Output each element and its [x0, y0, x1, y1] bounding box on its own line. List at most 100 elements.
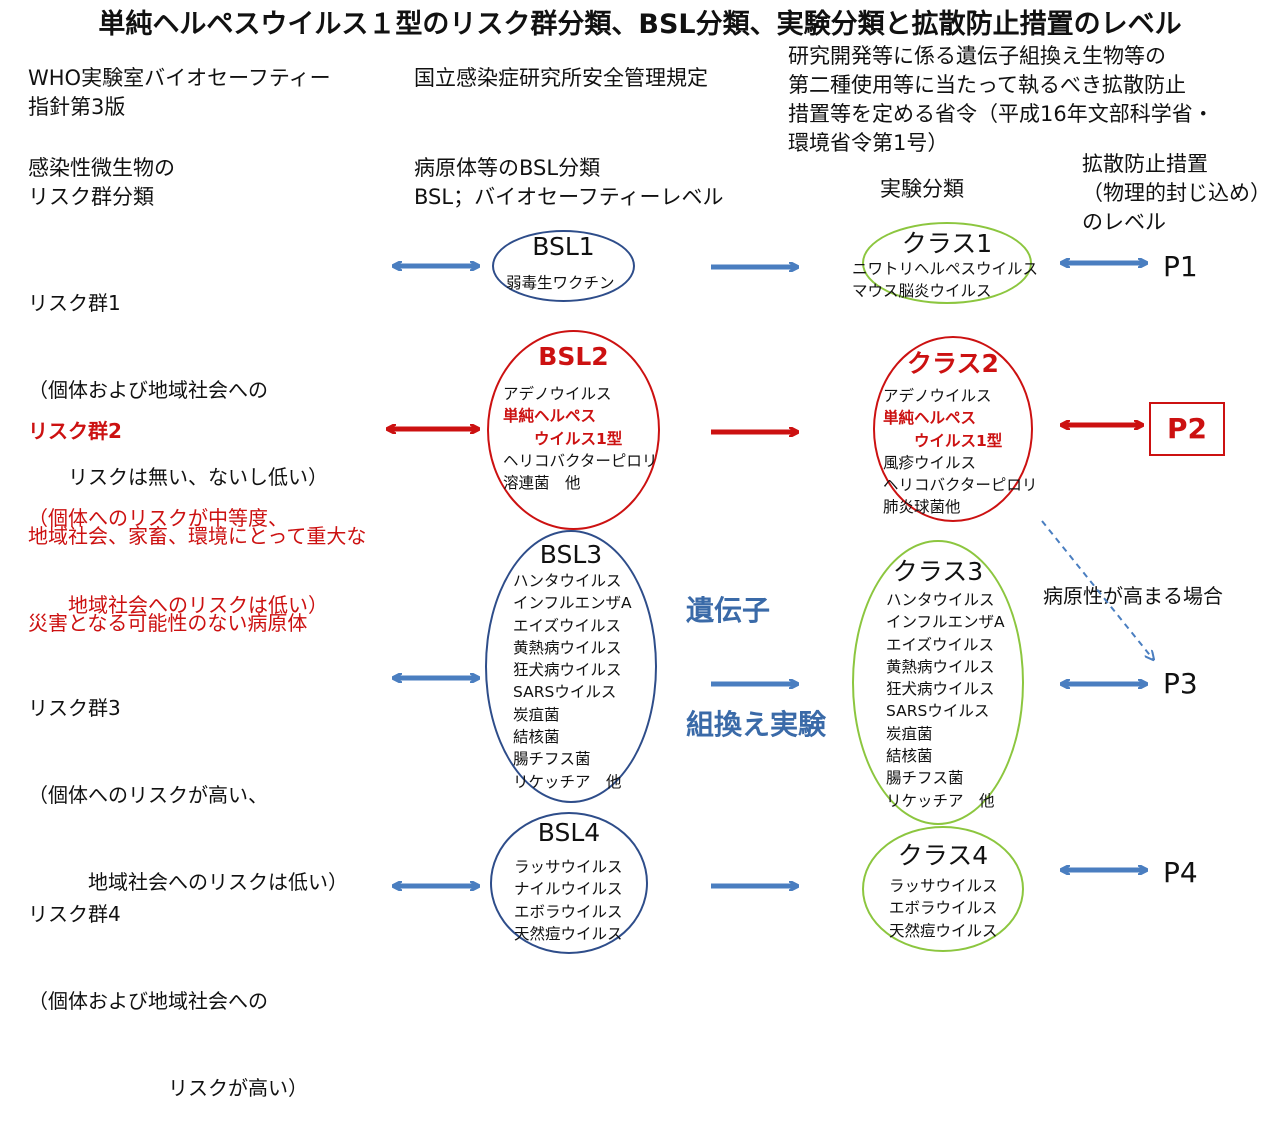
who-header: WHO実験室バイオセーフティー 指針第3版 [28, 64, 331, 122]
bsl-item: ハンタウイルス [513, 572, 622, 590]
bsl-item: ラッサウイルス [514, 858, 623, 876]
class-item: 結核菌 [886, 747, 933, 766]
ordinance-line: 措置等を定める省令（平成16年文部科学省・ [788, 102, 1214, 126]
class-column-header: 実験分類 [880, 177, 964, 201]
bsl-item: ナイルウイルス [514, 880, 623, 899]
p4-label: P4 [1163, 856, 1198, 889]
risk-group-line: リスクが高い） [28, 1076, 308, 1100]
bsl-item: SARSウイルス [513, 683, 617, 702]
niid-header: 国立感染症研究所安全管理規定 [414, 66, 708, 90]
bsl-item: 結核菌 [513, 728, 560, 747]
class2-oval [873, 336, 1033, 522]
ordinance-line: 環境省令第1号） [788, 131, 949, 155]
class-item: ウイルス1型 [883, 431, 1003, 450]
risk-group-line: （個体および地域社会への [28, 378, 268, 402]
risk-group-line: （個体へのリスクが高い、 [28, 783, 268, 807]
class-item: 肺炎球菌他 [883, 498, 961, 517]
risk-group-line: リスク群4 [28, 902, 121, 926]
class-item: リケッチア 他 [886, 791, 995, 810]
who-header-line: WHO実験室バイオセーフティー [28, 66, 331, 90]
risk-group-2-note: 地域社会、家畜、環境にとって重大な 災害となる可能性のない病原体 [28, 464, 366, 667]
bsl-item: 溶連菌 他 [503, 474, 581, 493]
risk-group-column-header: 感染性微生物の リスク群分類 [28, 154, 175, 212]
class3-oval [852, 540, 1024, 825]
bsl4-oval [490, 812, 648, 954]
class-item: エイズウイルス [886, 635, 995, 654]
pathogenicity-dashed-arrow [1041, 520, 1153, 659]
risk-group-note-line: 地域社会、家畜、環境にとって重大な [28, 524, 367, 548]
class-item: ラッサウイルス [889, 877, 998, 895]
risk-group-1: リスク群1 （個体および地域社会への リスクは無い、ないし低い） [28, 231, 328, 521]
ordinance-line: 研究開発等に係る遺伝子組換え生物等の [788, 44, 1166, 68]
header-line: 病原体等のBSL分類 [414, 156, 601, 180]
bsl-item: 弱毒生ワクチン [506, 274, 615, 292]
bsl-item: エボラウイルス [514, 902, 623, 921]
header-line: BSL；バイオセーフティーレベル [414, 185, 724, 209]
risk-group-2: リスク群2 （個体へのリスクが中等度、 地域社会へのリスクは低い） [28, 359, 328, 649]
risk-group-line: （個体および地域社会への [28, 989, 268, 1013]
bsl2-oval [487, 330, 660, 530]
risk-group-line: 地域社会へのリスクは低い） [28, 593, 328, 617]
bsl3-list: ハンタウイルス インフルエンザA エイズウイルス 黄熱病ウイルス 狂犬病ウイルス… [513, 570, 632, 793]
bsl1-title: BSL1 [532, 232, 595, 261]
class3-title: クラス3 [892, 557, 984, 586]
class-item: SARSウイルス [886, 702, 990, 721]
bsl-item: 黄熱病ウイルス [513, 638, 622, 657]
class-item: アデノウイルス [883, 387, 992, 405]
risk-group-line: リスクは無い、ないし低い） [28, 465, 328, 489]
class-item: 風疹ウイルス [883, 453, 977, 472]
bsl2-title: BSL2 [538, 342, 609, 371]
p2-label: P2 [1149, 402, 1225, 456]
ordinance-header: 研究開発等に係る遺伝子組換え生物等の 第二種使用等に当たって執るべき拡散防止 措… [788, 42, 1214, 158]
risk-group-line: リスク群2 [28, 419, 122, 443]
risk-group-3: リスク群3 （個体へのリスクが高い、 地域社会へのリスクは低い） [28, 636, 348, 926]
ordinance-line: 第二種使用等に当たって執るべき拡散防止 [788, 73, 1186, 97]
class2-title: クラス2 [907, 349, 999, 378]
bsl-item: 炭疽菌 [513, 705, 560, 724]
bsl2-list: アデノウイルス 単純ヘルペス ウイルス1型 ヘリコバクターピロリ 溶連菌 他 [503, 383, 657, 494]
header-line: （物理的封じ込め） [1082, 181, 1271, 205]
bsl1-oval [492, 230, 635, 302]
center-label-line: 遺伝子 [686, 594, 771, 627]
class1-oval [862, 222, 1032, 304]
class-item: ハンタウイルス [886, 591, 995, 609]
class2-list: アデノウイルス 単純ヘルペス ウイルス1型 風疹ウイルス ヘリコバクターピロリ … [883, 385, 1037, 519]
bsl-item: エイズウイルス [513, 616, 622, 635]
bsl1-list: 弱毒生ワクチン [506, 272, 615, 294]
bsl-item: ウイルス1型 [503, 429, 623, 448]
header-line: 拡散防止措置 [1082, 152, 1208, 176]
risk-group-line: 地域社会へのリスクは低い） [28, 870, 348, 894]
page-title: 単純ヘルペスウイルス１型のリスク群分類、BSL分類、実験分類と拡散防止措置のレベ… [98, 9, 1182, 40]
bsl-item: リケッチア 他 [513, 772, 622, 791]
risk-group-line: （個体へのリスクが中等度、 [28, 506, 288, 530]
p1-label: P1 [1163, 250, 1198, 283]
p-level-column-header: 拡散防止措置 （物理的封じ込め） のレベル [1082, 150, 1271, 237]
bsl-item: 天然痘ウイルス [514, 924, 623, 943]
bsl-item: インフルエンザA [513, 594, 632, 613]
class-item: 炭疽菌 [886, 724, 933, 743]
class1-list: ニワトリヘルペスウイルス マウス脳炎ウイルス [852, 258, 1038, 303]
center-label-line: 組換え実験 [686, 708, 827, 741]
class-item: 狂犬病ウイルス [886, 680, 995, 699]
class-item: マウス脳炎ウイルス [852, 282, 992, 301]
class1-title: クラス1 [901, 229, 993, 258]
bsl-item: アデノウイルス [503, 385, 612, 403]
class-item: 黄熱病ウイルス [886, 657, 995, 676]
arrows-layer [0, 0, 1280, 960]
recombinant-experiment-label: 遺伝子 組換え実験 [686, 516, 826, 782]
class-item: インフルエンザA [886, 613, 1005, 632]
bsl-item: 腸チフス菌 [513, 750, 591, 769]
class-item: エボラウイルス [889, 899, 998, 918]
pathogenicity-note: 病原性が高まる場合 [1043, 584, 1223, 608]
header-line: リスク群分類 [28, 185, 154, 209]
class-item: ヘリコバクターピロリ [883, 476, 1038, 495]
class-item: 腸チフス菌 [886, 769, 964, 788]
bsl4-list: ラッサウイルス ナイルウイルス エボラウイルス 天然痘ウイルス [514, 856, 623, 945]
who-header-line: 指針第3版 [28, 95, 126, 119]
bsl3-title: BSL3 [539, 540, 603, 569]
bsl3-oval [485, 530, 657, 803]
class4-oval [862, 826, 1024, 952]
bsl-column-header: 病原体等のBSL分類 BSL；バイオセーフティーレベル [414, 154, 724, 212]
bsl-item: 単純ヘルペス [503, 407, 597, 426]
header-line: 感染性微生物の [28, 156, 175, 180]
